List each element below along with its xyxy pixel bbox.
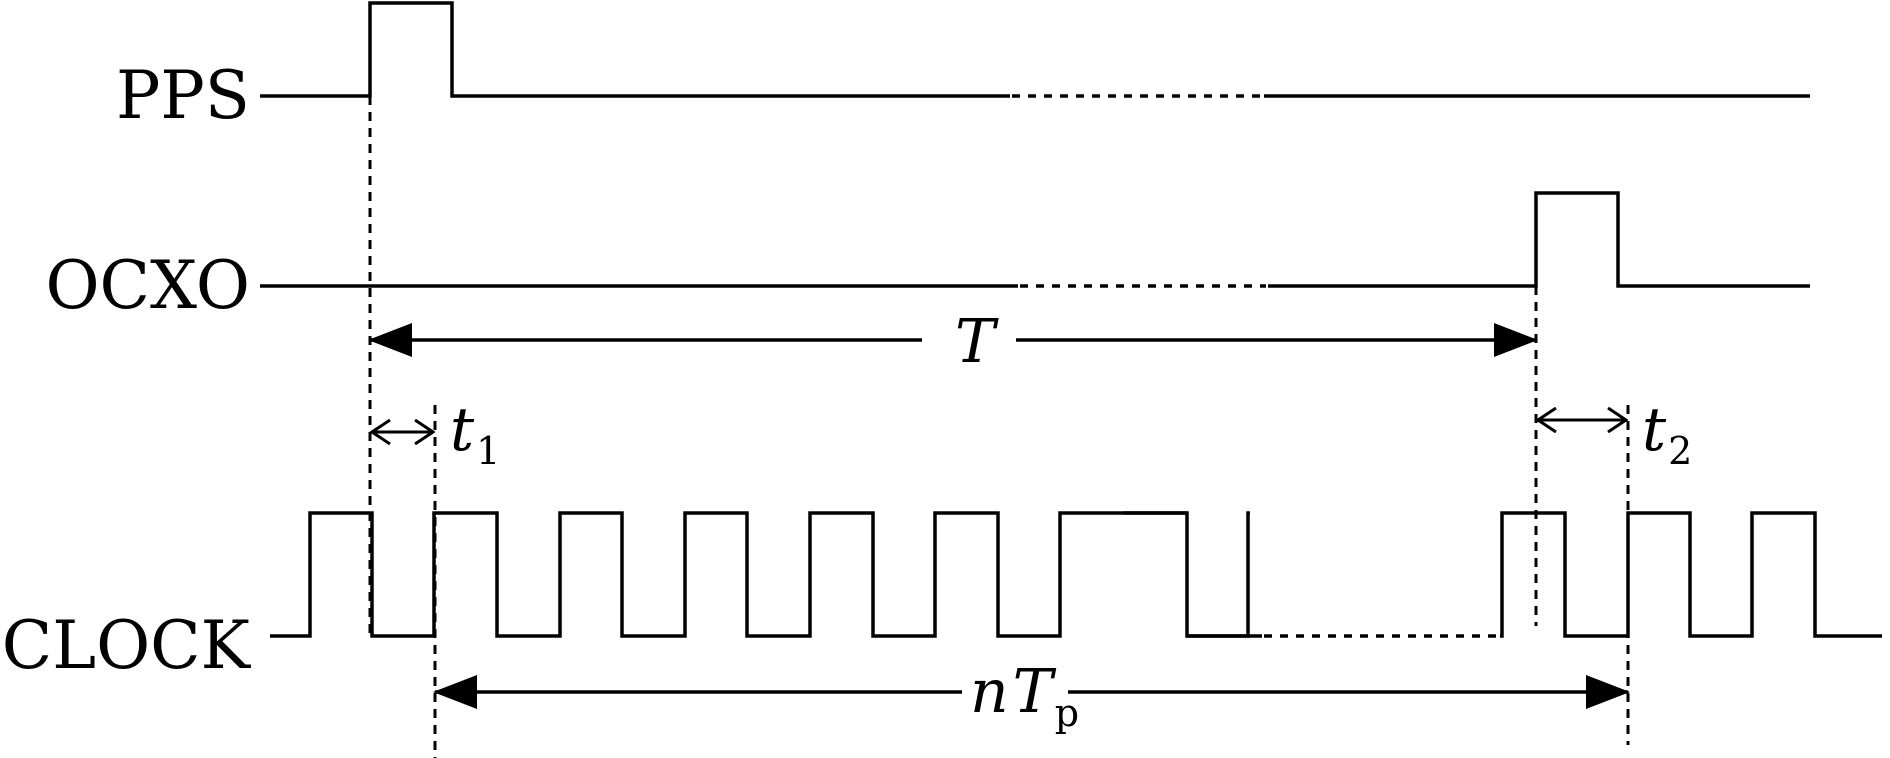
period-label: T	[955, 307, 999, 377]
pps-label: PPS	[116, 57, 250, 134]
ocxo-waveform	[260, 191, 1810, 288]
clock-waveform	[270, 511, 1250, 638]
clock-label: CLOCK	[2, 607, 252, 684]
clock-waveform-segments	[1123, 511, 1882, 638]
pps-waveform	[260, 1, 1810, 98]
count-label: nTp	[970, 657, 1079, 735]
t2-label: t2	[1642, 395, 1692, 473]
ocxo-label: OCXO	[45, 247, 250, 324]
t1-label: t1	[450, 395, 500, 473]
